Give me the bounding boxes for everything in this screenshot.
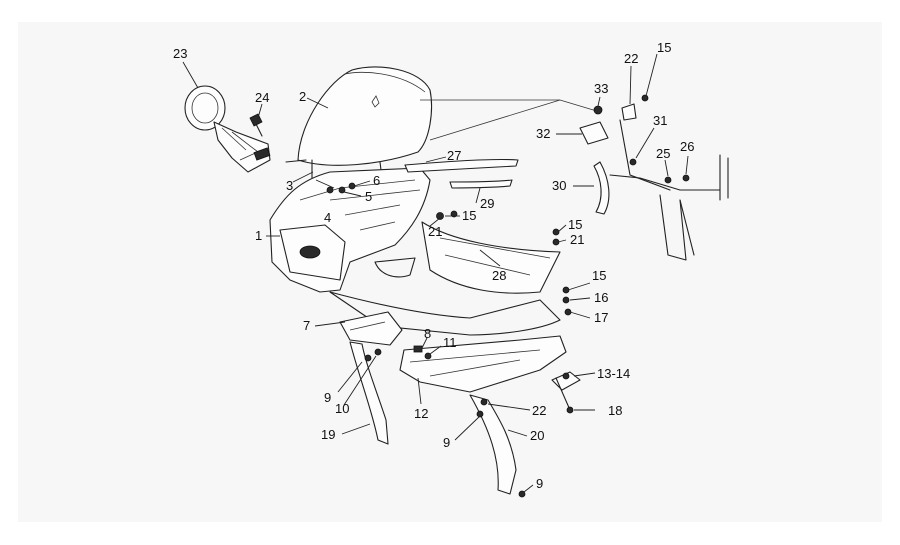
- callout-6: 6: [373, 173, 380, 188]
- callout-29: 29: [480, 196, 494, 211]
- lower-bracket-20-part: [469, 394, 526, 498]
- callout-18: 18: [608, 403, 622, 418]
- callout-4: 4: [324, 210, 331, 225]
- callout-22a: 22: [624, 51, 638, 66]
- callout-2: 2: [299, 89, 306, 104]
- callout-22b: 22: [532, 403, 546, 418]
- callout-5: 5: [365, 189, 372, 204]
- callout-9c: 9: [536, 476, 543, 491]
- lower-bracket-19-part: [349, 341, 389, 445]
- callout-20: 20: [530, 428, 544, 443]
- bracket-13-14-part: [551, 371, 581, 414]
- callout-9b: 9: [443, 435, 450, 450]
- callout-10: 10: [335, 401, 349, 416]
- callout-12: 12: [414, 406, 428, 421]
- callout-26: 26: [680, 139, 694, 154]
- callout-7: 7: [303, 318, 310, 333]
- callout-21a: 21: [428, 224, 442, 239]
- callout-21b: 21: [570, 232, 584, 247]
- callout-30: 30: [552, 178, 566, 193]
- callout-28: 28: [492, 268, 506, 283]
- callout-16: 16: [594, 290, 608, 305]
- fairing-bracket-part: [579, 94, 729, 261]
- upper-fairing-part: [269, 167, 561, 336]
- callout-24: 24: [255, 90, 269, 105]
- screw-24-part: [249, 113, 263, 137]
- callout-13-14: 13-14: [597, 366, 630, 381]
- callout-8: 8: [424, 326, 431, 341]
- callout-27: 27: [447, 148, 461, 163]
- mirror-part: [184, 85, 271, 173]
- side-panel-28-part: [421, 221, 561, 294]
- lower-fairing-part: [339, 311, 567, 393]
- callout-15c: 15: [657, 40, 671, 55]
- callout-15d: 15: [592, 268, 606, 283]
- trim-strips-part: [404, 99, 601, 189]
- callout-labels: 23 24 2 3 4 6 5 27 29 1 15 21 15 21 28 2…: [173, 40, 694, 491]
- callout-19: 19: [321, 427, 335, 442]
- callout-32: 32: [536, 126, 550, 141]
- callout-25: 25: [656, 146, 670, 161]
- callout-23: 23: [173, 46, 187, 61]
- callout-1: 1: [255, 228, 262, 243]
- leader-lines: [182, 53, 689, 493]
- fasteners-part: [285, 159, 572, 316]
- callout-11: 11: [443, 335, 457, 350]
- callout-15b: 15: [568, 217, 582, 232]
- callout-3: 3: [286, 178, 293, 193]
- callout-17: 17: [594, 310, 608, 325]
- callout-33: 33: [594, 81, 608, 96]
- callout-31: 31: [653, 113, 667, 128]
- callout-9a: 9: [324, 390, 331, 405]
- callout-15a: 15: [462, 208, 476, 223]
